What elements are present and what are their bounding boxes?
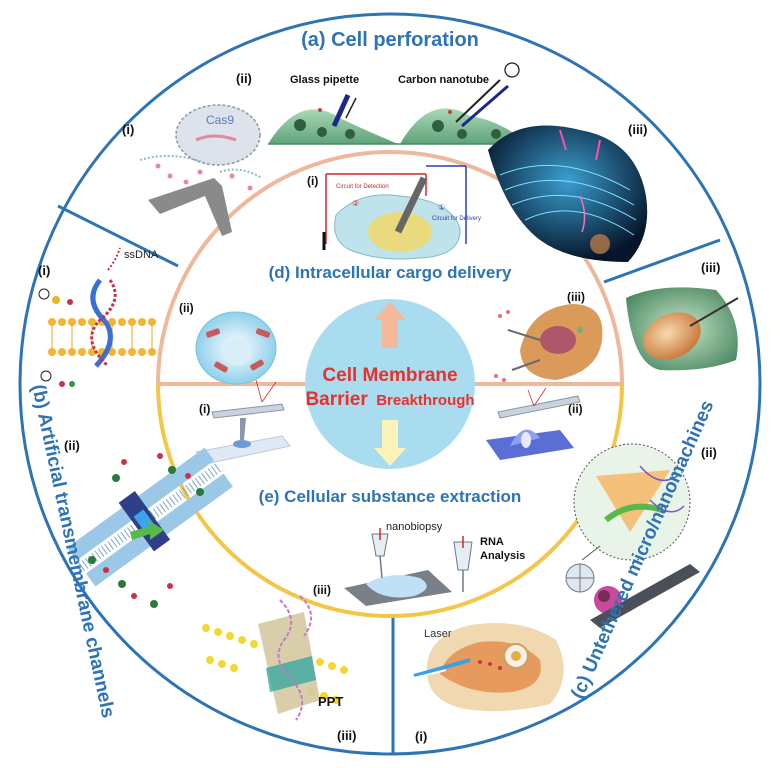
center-title-breakthrough: Breakthrough [376, 392, 474, 409]
section-d-title: (d) Intracellular cargo delivery [269, 263, 512, 282]
d-circuit-delivery: Circuit for Delivery [432, 216, 481, 222]
b-i-illustration [38, 247, 156, 387]
e-iii-illustration [344, 528, 473, 606]
center-disc [305, 299, 475, 469]
a-ii-illustration [268, 62, 528, 145]
a-glass-pipette-label: Glass pipette [290, 74, 359, 86]
outer-dividers [57, 204, 721, 754]
d-label-iii: (iii) [567, 290, 585, 304]
center-title-line2: Barrier Breakthrough [305, 389, 474, 410]
d-num-2: ② [352, 199, 359, 208]
middle-ring-top [156, 150, 624, 385]
center-title-barrier: Barrier [305, 389, 368, 410]
a-label-ii: (ii) [236, 71, 252, 86]
d-num-1: ① [438, 203, 445, 212]
b-ii-illustration [67, 447, 233, 608]
c-label-ii: (ii) [701, 445, 717, 460]
b-ssdna-label: ssDNA [124, 249, 159, 261]
e-nanobiopsy-label: nanobiopsy [386, 521, 443, 533]
a-carbon-nanotube-label: Carbon nanotube [398, 74, 489, 86]
center-title-line1: Cell Membrane [322, 365, 457, 386]
b-iii-illustration: PPT [202, 595, 348, 721]
b-label-i: (i) [38, 263, 50, 278]
c-iii-illustration [626, 287, 739, 371]
arrow-down [374, 420, 406, 466]
e-rna-label: RNA [480, 536, 504, 548]
a-label-iii: (iii) [628, 122, 648, 137]
a-cas9-label: Cas9 [206, 113, 234, 127]
e-label-iii: (iii) [313, 583, 331, 597]
arrow-up [374, 302, 406, 348]
section-a-title: (a) Cell perforation [301, 29, 479, 51]
c-laser-label: Laser [424, 628, 452, 640]
d-i-illustration: Circuit for Detection ② ① Circuit for De… [322, 165, 481, 260]
a-i-illustration: Cas9 [139, 104, 263, 236]
e-label-i: (i) [199, 402, 210, 416]
e-ii-illustration [486, 387, 581, 460]
e-label-ii: (ii) [568, 402, 583, 416]
c-label-iii: (iii) [701, 260, 721, 275]
b-label-iii: (iii) [337, 728, 357, 743]
a-label-i: (i) [122, 122, 134, 137]
section-e-title: (e) Cellular substance extraction [259, 487, 522, 506]
d-ii-illustration [195, 311, 277, 385]
c-label-i: (i) [415, 729, 427, 744]
d-circuit-detection: Circuit for Detection [336, 184, 389, 190]
b-ppt-label: PPT [318, 694, 343, 709]
e-analysis-label: Analysis [480, 550, 525, 562]
d-label-ii: (ii) [179, 301, 194, 315]
b-label-ii: (ii) [64, 438, 80, 453]
c-i-illustration: Laser [413, 623, 564, 712]
d-iii-illustration [494, 304, 603, 382]
a-iii-illustration [488, 125, 648, 262]
d-label-i: (i) [307, 174, 318, 188]
c-ii-illustration [565, 443, 700, 628]
